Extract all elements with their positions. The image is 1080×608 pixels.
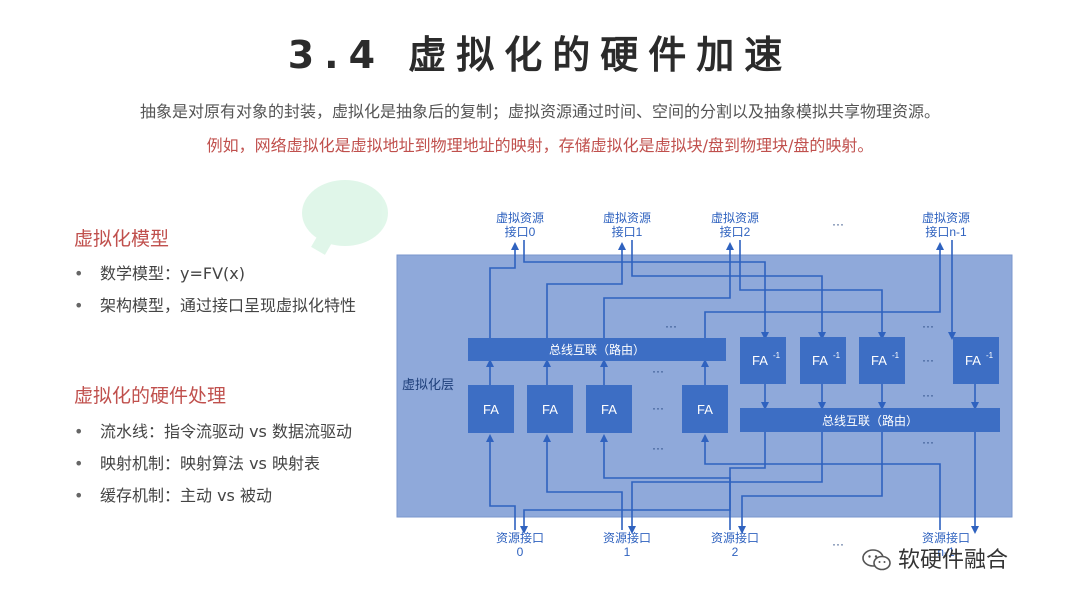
- fa-inverse-box: [953, 337, 999, 384]
- intro-text: 抽象是对原有对象的封装，虚拟化是抽象后的复制；虚拟资源通过时间、空间的分割以及抽…: [139, 102, 940, 121]
- fa-inverse-label: FA: [752, 353, 768, 368]
- hardware-bullet-list: 流水线：指令流驱动 vs 数据流驱动 映射机制：映射算法 vs 映射表 缓存机制…: [74, 416, 374, 512]
- bottom-port-label: 资源接口: [496, 530, 544, 545]
- ellipsis: ···: [922, 319, 934, 333]
- model-bullet-list: 数学模型：y=FV(x) 架构模型，通过接口呈现虚拟化特性: [74, 258, 374, 322]
- top-port-label: 虚拟资源: [711, 211, 759, 225]
- example-text: 例如，网络虚拟化是虚拟地址到物理地址的映射，存储虚拟化是虚拟块/盘到物理块/盘的…: [206, 136, 874, 155]
- top-port-labels: 虚拟资源 接口0 虚拟资源 接口1 虚拟资源 接口2 虚拟资源 接口n-1: [496, 211, 970, 239]
- bullet-item: 数学模型：y=FV(x): [74, 258, 374, 290]
- bottom-port-label: 2: [732, 545, 739, 559]
- top-port-label: 接口n-1: [925, 224, 967, 239]
- bullet-item: 映射机制：映射算法 vs 映射表: [74, 448, 374, 480]
- fa-label: FA: [542, 402, 558, 417]
- fa-inverse-sup: -1: [773, 351, 781, 360]
- fa-inverse-box: [800, 337, 846, 384]
- bottom-port-label: 资源接口: [922, 530, 970, 545]
- ellipsis: ···: [652, 441, 664, 455]
- top-port-label: 接口2: [720, 224, 751, 239]
- fa-inverse-sup: -1: [986, 351, 994, 360]
- ellipsis: ···: [922, 353, 934, 367]
- fa-label: FA: [601, 402, 617, 417]
- fa-inverse-label: FA: [965, 353, 981, 368]
- fa-inverse-box: [859, 337, 905, 384]
- ellipsis: ···: [652, 364, 664, 378]
- fa-inverse-label: FA: [812, 353, 828, 368]
- bullet-item: 缓存机制：主动 vs 被动: [74, 480, 374, 512]
- layer-label: 虚拟化层: [402, 377, 454, 392]
- bus-left-label: 总线互联（路由）: [549, 342, 645, 357]
- section-heading-model: 虚拟化模型: [74, 228, 170, 250]
- brand-name: 软硬件融合: [898, 548, 1009, 573]
- ellipsis: ···: [832, 217, 844, 231]
- fa-box: [468, 385, 514, 433]
- fa-inverse-sup: -1: [892, 351, 900, 360]
- fa-label: FA: [697, 402, 713, 417]
- fa-box: [682, 385, 728, 433]
- bus-right-label: 总线互联（路由）: [822, 413, 918, 428]
- top-port-label: 虚拟资源: [922, 211, 970, 225]
- ellipsis: ···: [652, 401, 664, 415]
- fa-label: FA: [483, 402, 499, 417]
- fa-box: [527, 385, 573, 433]
- fa-boxes: FA FA FA FA: [468, 385, 728, 433]
- fa-inverse-box: [740, 337, 786, 384]
- bus-interconnect-right: [740, 408, 1000, 432]
- bottom-port-label: 资源接口: [603, 530, 651, 545]
- ellipsis: ···: [832, 537, 844, 551]
- section-heading-hardware: 虚拟化的硬件处理: [74, 385, 227, 407]
- top-port-label: 接口1: [612, 224, 643, 239]
- diagram-ellipses: ··· ··· ··· ··· ··· ··· ··· ··· ··· ···: [652, 217, 934, 551]
- bottom-port-label: 1: [624, 545, 631, 559]
- fa-inverse-label: FA: [871, 353, 887, 368]
- bottom-port-labels: 资源接口 0 资源接口 1 资源接口 2 资源接口 n-1: [496, 530, 970, 559]
- ellipsis: ···: [922, 435, 934, 449]
- fa-inverse-boxes: FA -1 FA -1 FA -1 FA -1: [740, 337, 999, 384]
- fa-inverse-sup: -1: [833, 351, 841, 360]
- wechat-icon: [862, 549, 891, 571]
- bullet-item: 流水线：指令流驱动 vs 数据流驱动: [74, 416, 374, 448]
- bottom-port-label: n-1: [937, 545, 955, 559]
- bottom-port-label: 0: [517, 545, 524, 559]
- bus-interconnect-left: [468, 338, 726, 361]
- ellipsis: ···: [665, 319, 677, 333]
- bullet-item: 架构模型，通过接口呈现虚拟化特性: [74, 290, 374, 322]
- bottom-port-label: 资源接口: [711, 530, 759, 545]
- top-port-label: 虚拟资源: [496, 211, 544, 225]
- wechat-watermark-icon: [302, 180, 388, 246]
- fa-box: [586, 385, 632, 433]
- top-port-label: 虚拟资源: [603, 211, 651, 225]
- ellipsis: ···: [922, 388, 934, 402]
- connection-lines: [486, 240, 979, 534]
- top-port-label: 接口0: [505, 224, 536, 239]
- slide-title: 3.4 虚拟化的硬件加速: [287, 33, 793, 77]
